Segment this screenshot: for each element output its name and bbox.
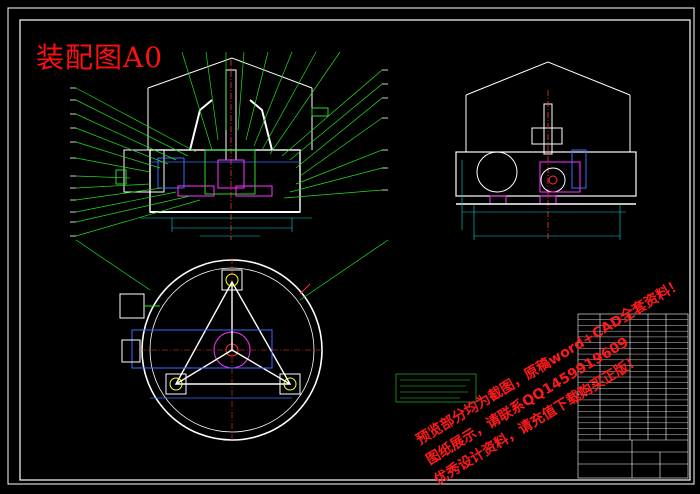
front-motor-housing — [123, 149, 165, 193]
side-view — [455, 61, 637, 240]
top-roller-left — [165, 373, 187, 395]
outer-border — [7, 7, 695, 485]
technical-notes — [395, 373, 477, 403]
front-roof — [147, 57, 313, 89]
top-spoke-2 — [175, 349, 233, 385]
top-gearbox — [121, 339, 141, 363]
front-arm-left — [189, 99, 213, 151]
top-roller-right — [279, 373, 301, 395]
side-wheel-large — [476, 151, 518, 193]
top-tri-frame — [174, 280, 292, 385]
front-gear-core — [217, 159, 245, 189]
top-beam — [131, 329, 273, 369]
front-wheel-left — [177, 185, 215, 197]
top-leaders — [75, 239, 389, 301]
top-marker — [299, 283, 311, 295]
front-gearbox — [157, 157, 185, 189]
inner-border — [19, 19, 691, 481]
front-view — [115, 57, 329, 240]
front-arm-right — [249, 99, 273, 151]
top-roller-top — [221, 269, 243, 291]
top-motor — [119, 293, 145, 319]
top-roller-top-wheel — [225, 273, 239, 287]
title-block-rows — [578, 319, 688, 435]
drawing-title: 装配图A0 — [36, 41, 164, 74]
top-view — [119, 258, 324, 442]
side-mast-bracket — [531, 127, 563, 145]
side-pulley — [540, 167, 566, 193]
side-foot-left — [489, 195, 507, 205]
front-balloon-ticks — [70, 69, 388, 237]
front-wheel-right — [235, 185, 273, 197]
top-roller-left-wheel — [169, 377, 183, 391]
front-coupling — [115, 169, 127, 185]
top-spoke-3 — [231, 349, 291, 385]
side-motor-end — [571, 149, 587, 189]
front-handle — [311, 107, 329, 117]
top-roller-right-wheel — [283, 377, 297, 391]
side-motor — [539, 161, 581, 193]
side-hub — [548, 175, 558, 185]
side-roof — [465, 61, 631, 96]
front-frame — [149, 149, 301, 213]
front-gear-assembly — [204, 149, 256, 195]
front-leaders — [75, 51, 383, 237]
